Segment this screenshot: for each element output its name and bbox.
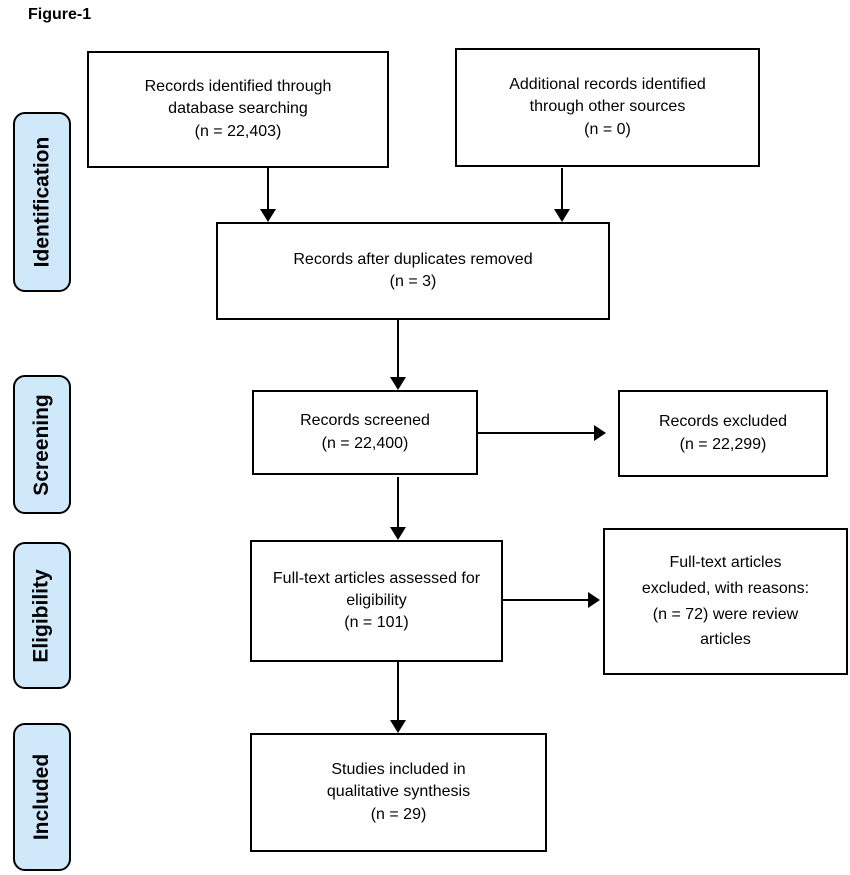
stage-included: Included <box>13 723 71 871</box>
stage-eligibility: Eligibility <box>13 542 71 689</box>
stage-identification-label: Identification <box>30 136 54 268</box>
box-additional-records: Additional records identified through ot… <box>455 48 760 167</box>
box-records-identified-text: Records identified through database sear… <box>144 78 332 140</box>
arrow-screened-to-fulltext <box>390 477 406 540</box>
stage-eligibility-label: Eligibility <box>30 568 53 663</box>
figure-label: Figure-1 <box>28 6 92 23</box>
arrow-fulltext-to-included <box>390 662 406 733</box>
box-fulltext-excluded-text: Full-text articles excluded, with reason… <box>641 554 810 649</box>
box-records-excluded: Records excluded (n = 22,299) <box>618 390 828 477</box>
box-records-excluded-text: Records excluded (n = 22,299) <box>658 413 788 453</box>
arrow-duplicates-to-screened <box>390 320 406 390</box>
box-fulltext-excluded: Full-text articles excluded, with reason… <box>603 528 848 675</box>
box-fulltext-assessed-text: Full-text articles assessed for eligibil… <box>272 569 481 632</box>
stage-screening: Screening <box>13 375 71 514</box>
stage-identification: Identification <box>13 112 71 292</box>
box-additional-records-text: Additional records identified through ot… <box>509 76 706 138</box>
arrow-other-sources-to-duplicates <box>554 168 570 222</box>
box-studies-included: Studies included in qualitative synthesi… <box>250 733 547 852</box>
box-studies-included-text: Studies included in qualitative synthesi… <box>326 761 471 823</box>
stage-included-label: Included <box>30 753 53 841</box>
box-fulltext-assessed: Full-text articles assessed for eligibil… <box>250 540 503 662</box>
arrow-fulltext-to-fulltext-excluded <box>503 592 600 608</box>
arrow-screened-to-excluded <box>478 425 606 441</box>
arrow-database-to-duplicates <box>260 168 276 222</box>
box-after-duplicates: Records after duplicates removed (n = 3) <box>216 222 610 320</box>
box-records-screened-text: Records screened (n = 22,400) <box>300 412 430 452</box>
box-records-identified: Records identified through database sear… <box>87 51 389 168</box>
stage-screening-label: Screening <box>30 393 54 496</box>
box-after-duplicates-text: Records after duplicates removed (n = 3) <box>293 250 533 290</box>
box-records-screened: Records screened (n = 22,400) <box>252 390 478 475</box>
